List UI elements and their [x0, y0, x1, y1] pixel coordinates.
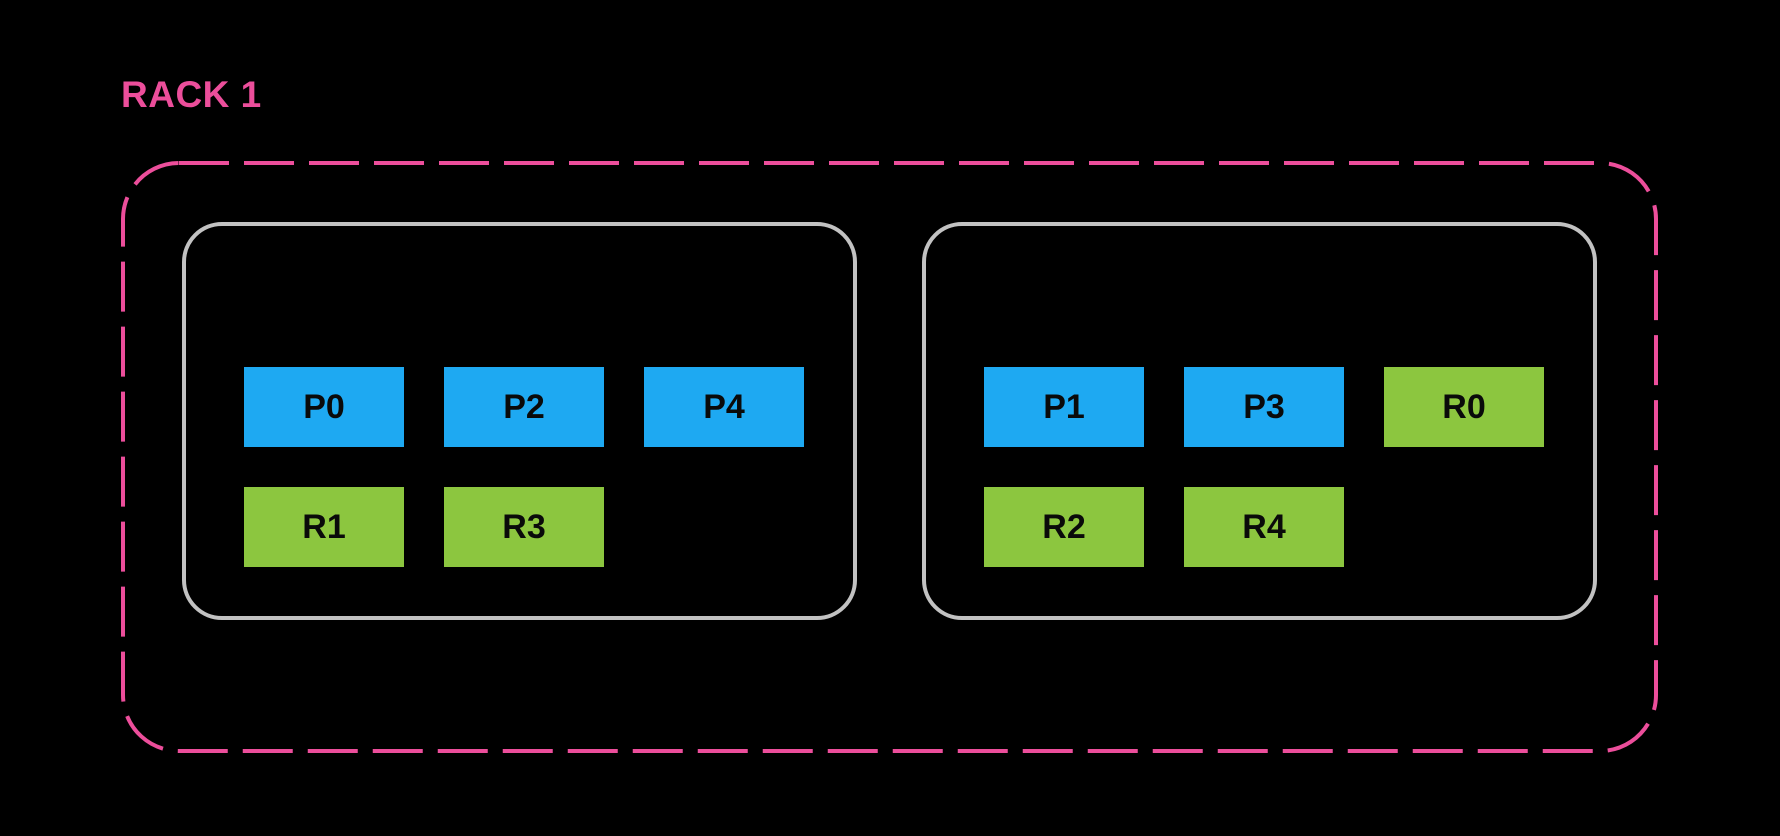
shard-block-p1: P1 — [984, 367, 1144, 447]
rack-title: RACK 1 — [121, 74, 262, 115]
shard-block-r3: R3 — [444, 487, 604, 567]
shard-block-r0: R0 — [1384, 367, 1544, 447]
shard-block-r2: R2 — [984, 487, 1144, 567]
shard-block-r4: R4 — [1184, 487, 1344, 567]
shard-block-r1: R1 — [244, 487, 404, 567]
shard-block-p4: P4 — [644, 367, 804, 447]
shard-block-p2: P2 — [444, 367, 604, 447]
shard-block-p0: P0 — [244, 367, 404, 447]
shard-block-p3: P3 — [1184, 367, 1344, 447]
